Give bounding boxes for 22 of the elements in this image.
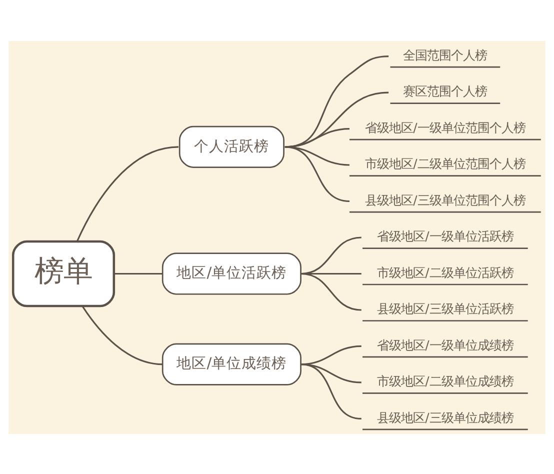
node-box: 地区/单位成绩榜 — [162, 342, 302, 385]
node-text: 省级地区/一级单位成绩榜 — [377, 336, 514, 352]
connector — [300, 236, 362, 274]
node-text: 全国范围个人榜 — [403, 46, 488, 62]
node-text: 市级地区/二级单位成绩榜 — [377, 373, 514, 388]
node-text: 赛区范围个人榜 — [403, 83, 488, 98]
node-text: 县级地区/三级单位成绩榜 — [377, 409, 514, 424]
connector — [284, 146, 350, 202]
node-box: 榜单 — [12, 240, 116, 307]
node-text: 省级地区/一级单位范围个人榜 — [365, 119, 526, 134]
node-text: 市级地区/二级单位范围个人榜 — [365, 156, 526, 171]
connector — [82, 306, 163, 365]
connector — [114, 272, 163, 274]
connector — [300, 272, 362, 310]
node-text: 省级地区/一级单位活跃榜 — [377, 228, 514, 244]
node-box: 个人活跃榜 — [178, 125, 284, 168]
connector — [300, 363, 362, 419]
node-box: 地区/单位活跃榜 — [162, 252, 302, 294]
node-text: 县级地区/三级单位范围个人榜 — [365, 192, 526, 207]
connector — [76, 146, 179, 242]
node-text: 县级地区/三级单位活跃榜 — [377, 300, 514, 316]
node-text: 市级地区/二级单位活跃榜 — [377, 264, 514, 280]
